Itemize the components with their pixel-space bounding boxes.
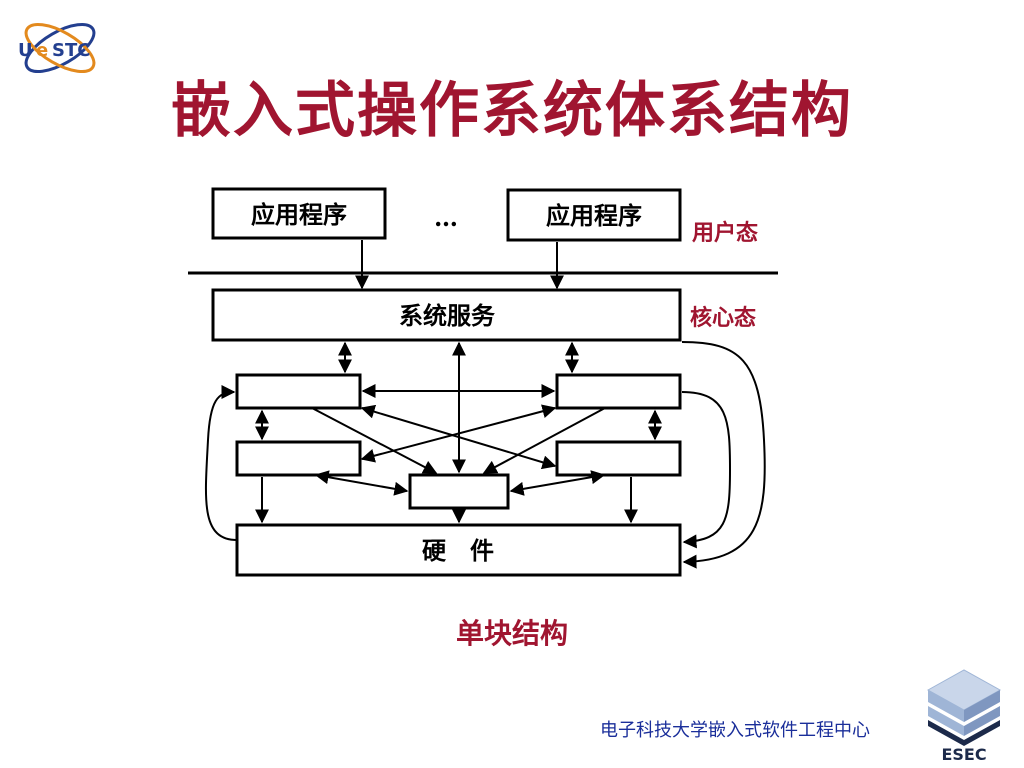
- module-box-top-right: [555, 373, 682, 410]
- uestc-logo: U e STC: [18, 22, 96, 74]
- module-box-center: [408, 473, 510, 510]
- uestc-logo-e: e: [36, 40, 48, 61]
- system-service-label: 系统服务: [399, 301, 496, 330]
- midright-center-arrow: [509, 470, 606, 496]
- slide-title: 嵌入式操作系统体系结构: [171, 76, 853, 146]
- app-box-left-label: 应用程序: [251, 200, 347, 229]
- footer-institution: 电子科技大学嵌入式软件工程中心: [600, 720, 870, 741]
- kernel-mode-label: 核心态: [690, 305, 756, 331]
- topleft-center-arrow: [311, 407, 438, 474]
- topright-center-arrow: [482, 407, 606, 474]
- app-box-right: [506, 188, 682, 242]
- topright-hardware-loop-arrow: [681, 391, 732, 549]
- system-service-box: [211, 288, 682, 342]
- module-box-top-left: [235, 373, 362, 410]
- esec-logo-text: ESEC: [941, 745, 986, 764]
- esec-logo: ESEC: [926, 669, 1002, 764]
- uestc-logo-stc: STC: [52, 40, 90, 61]
- module-box-mid-right: [555, 440, 682, 477]
- hardware-topleft-loop-arrow: [204, 385, 238, 541]
- service-hardware-loop-arrow: [681, 341, 766, 569]
- hardware-box: [235, 523, 682, 577]
- diagram-caption: 单块结构: [455, 617, 568, 650]
- app-box-left: [211, 187, 387, 240]
- midleft-center-arrow: [314, 470, 409, 496]
- user-mode-label: 用户态: [692, 220, 758, 246]
- uestc-logo-u: U: [18, 40, 33, 61]
- app-box-right-label: 应用程序: [546, 201, 642, 230]
- hardware-label: 硬 件: [422, 536, 494, 565]
- app-ellipsis: …: [434, 203, 458, 232]
- module-box-mid-left: [235, 440, 362, 477]
